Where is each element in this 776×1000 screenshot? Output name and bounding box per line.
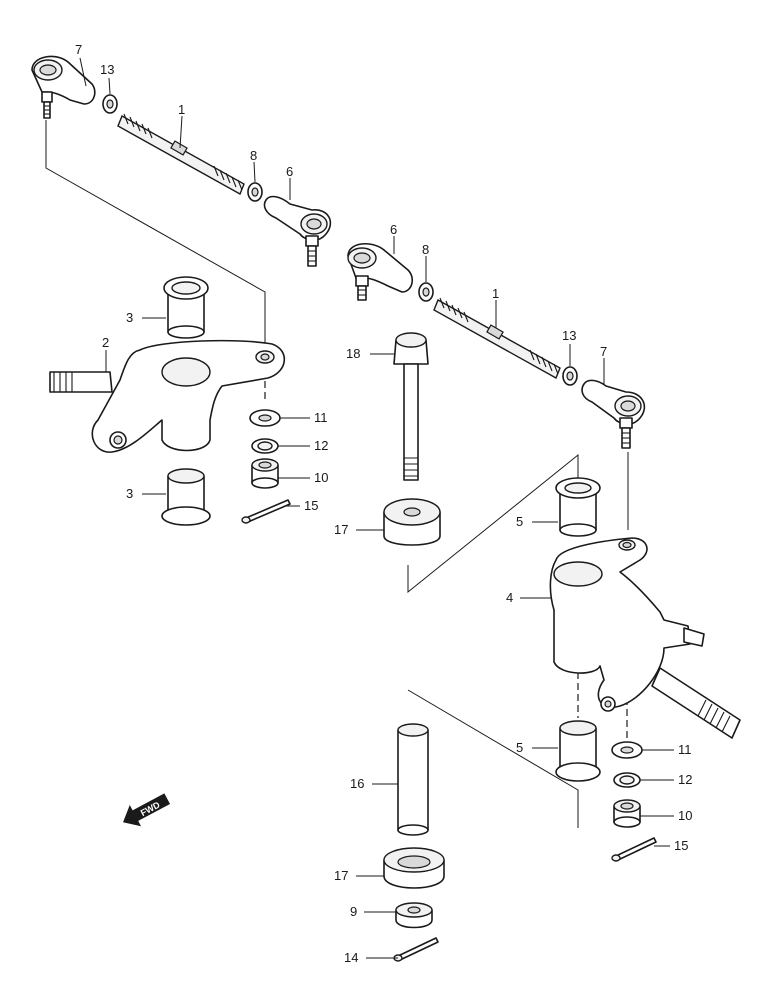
bushing-3-bottom xyxy=(161,468,211,526)
callout-15-right: 15 xyxy=(674,838,688,853)
spring-washer-12-left xyxy=(251,438,279,454)
right-knuckle xyxy=(549,537,741,739)
locknut-8-a xyxy=(247,182,263,202)
washer-11-left xyxy=(249,409,281,427)
callout-7-middle: 7 xyxy=(600,344,607,359)
callout-15-left: 15 xyxy=(304,498,318,513)
callout-14: 14 xyxy=(344,950,358,965)
callout-8-upper: 8 xyxy=(250,148,257,163)
bushing-5-bottom xyxy=(555,720,601,782)
tie-rod-b xyxy=(433,297,561,379)
tie-rod-end-inner-b xyxy=(347,243,414,301)
tie-rod-end-outer-b xyxy=(581,379,646,449)
callout-10-right: 10 xyxy=(678,808,692,823)
spacer-17-top xyxy=(383,498,441,546)
callout-7-upper: 7 xyxy=(75,42,82,57)
callout-12-right: 12 xyxy=(678,772,692,787)
left-knuckle xyxy=(49,339,286,453)
bushing-5-top xyxy=(555,477,601,537)
callout-16: 16 xyxy=(350,776,364,791)
callout-12-left: 12 xyxy=(314,438,328,453)
callout-13-upper: 13 xyxy=(100,62,114,77)
callout-5-bottom: 5 xyxy=(516,740,523,755)
callout-17-top: 17 xyxy=(334,522,348,537)
locknut-8-b xyxy=(418,282,434,302)
callout-5-top: 5 xyxy=(516,514,523,529)
callout-4: 4 xyxy=(506,590,513,605)
callout-11-left: 11 xyxy=(314,410,328,425)
callout-9: 9 xyxy=(350,904,357,919)
cotter-pin-15-right xyxy=(611,837,657,862)
spring-washer-12-right xyxy=(613,772,641,788)
assembly-guide-lines xyxy=(45,120,629,828)
callout-6-upper: 6 xyxy=(286,164,293,179)
forward-arrow-icon: FWD xyxy=(123,793,171,827)
callout-18: 18 xyxy=(346,346,360,361)
callout-3-bottom: 3 xyxy=(126,486,133,501)
cotter-pin-14 xyxy=(393,937,439,962)
spacer-17-bottom xyxy=(383,847,445,889)
callout-11-right: 11 xyxy=(678,742,692,757)
bushing-3-top xyxy=(163,276,209,339)
callout-8-middle: 8 xyxy=(422,242,429,257)
callout-2: 2 xyxy=(102,335,109,350)
cotter-pin-15-left xyxy=(241,499,291,524)
bolt-18 xyxy=(393,332,429,481)
nut-13-a xyxy=(102,94,118,114)
callout-13-middle: 13 xyxy=(562,328,576,343)
callout-6-middle: 6 xyxy=(390,222,397,237)
nut-13-b xyxy=(562,366,578,386)
castle-nut-10-right xyxy=(613,799,641,828)
castle-nut-10-left xyxy=(251,458,279,489)
pin-16 xyxy=(397,723,429,836)
tie-rod-a xyxy=(117,113,245,195)
tie-rod-end-inner-a xyxy=(263,195,332,267)
callout-1-upper: 1 xyxy=(178,102,185,117)
callout-1-middle: 1 xyxy=(492,286,499,301)
callout-numbers: 7 13 1 8 6 6 8 1 13 7 3 2 3 11 12 10 15 … xyxy=(75,42,692,965)
callout-leaders xyxy=(79,57,674,959)
callout-10-left: 10 xyxy=(314,470,328,485)
callout-17-bottom: 17 xyxy=(334,868,348,883)
washer-11-right xyxy=(611,741,643,759)
callout-3-top: 3 xyxy=(126,310,133,325)
nut-9 xyxy=(395,902,433,929)
tie-rod-end-outer-a xyxy=(31,55,96,119)
